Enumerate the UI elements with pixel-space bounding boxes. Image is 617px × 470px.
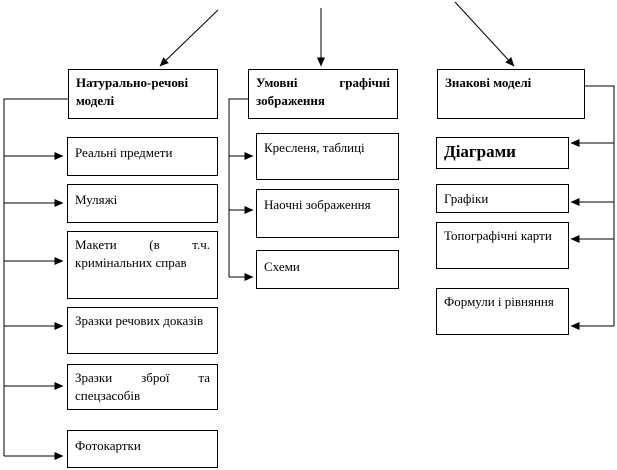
item-real-objects: Реальні предмети [67,137,218,176]
item-diagrams-label: Діаграми [444,142,516,161]
item-topographic-maps: Топографічні карти [436,222,569,269]
item-graphs: Графіки [436,184,569,213]
item-photo-cards: Фотокартки [67,430,218,468]
item-formulas-label: Формули і рівняння [444,294,554,309]
item-topographic-maps-label: Топографічні карти [444,228,552,243]
header-natural-models-label: Натурально-речові моделі [76,75,189,108]
item-dummies: Муляжі [67,184,218,223]
item-visual-images: Наочні зображення [256,189,399,238]
item-weapon-samples-label: Зразки зброї та спецзасобів [75,370,210,403]
item-drawings-tables: Кресленя, таблиці [256,133,399,180]
item-formulas: Формули і рівняння [436,288,569,335]
middle-spine [228,98,248,277]
item-drawings-tables-label: Кресленя, таблиці [264,140,365,155]
top-arrow-left [159,9,219,67]
header-graphic-images-label: Умовні графічні зображення [256,75,390,108]
header-sign-models-label: Знакові моделі [445,75,532,90]
item-weapon-samples: Зразки зброї та спецзасобів [67,364,218,410]
item-layouts: Макети (в т.ч. кримінальних справ [67,231,218,299]
item-evidence-samples: Зразки речових доказів [67,307,218,354]
item-graphs-label: Графіки [444,191,489,206]
item-photo-cards-label: Фотокартки [75,438,141,453]
header-sign-models: Знакові моделі [437,69,585,119]
left-spine [3,98,68,456]
item-evidence-samples-label: Зразки речових доказів [75,313,204,328]
header-natural-models: Натурально-речові моделі [68,69,218,119]
item-real-objects-label: Реальні предмети [75,145,173,160]
item-layouts-label: Макети (в т.ч. кримінальних справ [75,237,210,270]
item-schemes-label: Схеми [264,259,300,274]
item-schemes: Схеми [256,250,399,289]
header-graphic-images: Умовні графічні зображення [248,69,398,119]
item-dummies-label: Муляжі [75,192,118,207]
item-visual-images-label: Наочні зображення [264,197,371,212]
right-spine [584,85,615,326]
item-diagrams: Діаграми [436,137,569,169]
top-arrow-right [454,1,515,67]
